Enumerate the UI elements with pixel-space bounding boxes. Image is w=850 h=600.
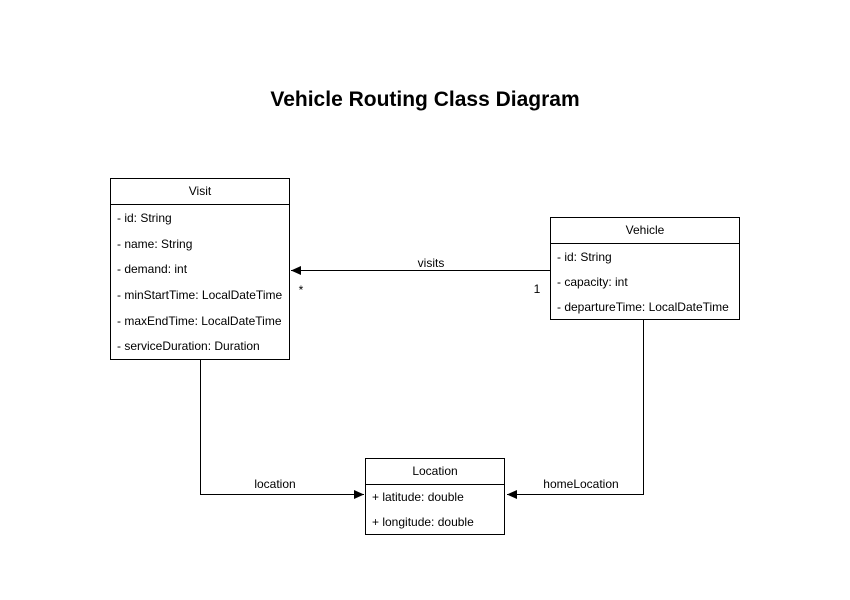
class-attribute: - name: String bbox=[117, 236, 193, 251]
multiplicity-visits-source: 1 bbox=[533, 282, 541, 296]
class-attribute: + latitude: double bbox=[372, 490, 464, 505]
class-box-vehicle: Vehicle - id: String - capacity: int - d… bbox=[550, 217, 740, 320]
class-attribute: + longitude: double bbox=[372, 514, 474, 529]
class-attribute: - minStartTime: LocalDateTime bbox=[117, 287, 283, 302]
class-attribute: - maxEndTime: LocalDateTime bbox=[117, 313, 282, 328]
edge-label-visits: visits bbox=[416, 256, 446, 270]
edge-label-location: location bbox=[253, 477, 297, 491]
class-attribute: - departureTime: LocalDateTime bbox=[557, 299, 729, 314]
class-name-location: Location bbox=[366, 459, 504, 485]
multiplicity-visits-target: * bbox=[298, 283, 304, 297]
diagram-title: Vehicle Routing Class Diagram bbox=[270, 88, 580, 111]
class-name-vehicle: Vehicle bbox=[551, 218, 739, 244]
class-attribute: - serviceDuration: Duration bbox=[117, 339, 260, 354]
class-body-location: + latitude: double + longitude: double bbox=[366, 485, 504, 534]
edge-location-line bbox=[200, 360, 364, 499]
edge-homelocation-line bbox=[507, 320, 644, 499]
class-attribute: - demand: int bbox=[117, 262, 188, 277]
class-box-location: Location + latitude: double + longitude:… bbox=[365, 458, 505, 535]
class-attribute: - id: String bbox=[117, 210, 172, 225]
class-box-visit: Visit - id: String - name: String - dema… bbox=[110, 178, 290, 360]
edge-label-homelocation: homeLocation bbox=[542, 477, 620, 491]
class-attribute: - id: String bbox=[557, 249, 612, 264]
class-body-vehicle: - id: String - capacity: int - departure… bbox=[551, 244, 739, 319]
class-name-visit: Visit bbox=[111, 179, 289, 205]
class-body-visit: - id: String - name: String - demand: in… bbox=[111, 205, 289, 359]
class-attribute: - capacity: int bbox=[557, 274, 628, 289]
